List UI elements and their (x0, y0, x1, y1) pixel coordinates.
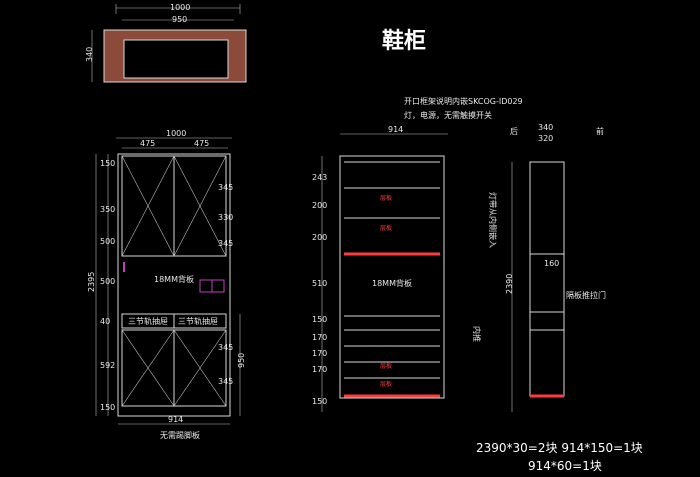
front-left-dim-1: 350 (100, 205, 115, 214)
section-top-dim-outer: 340 (538, 123, 553, 132)
front-left-dim-0: 150 (100, 159, 115, 168)
side-height-dim-7: 170 (312, 365, 327, 374)
front-left-dim-2: 500 (100, 237, 115, 246)
front-right-door: 475 (194, 139, 209, 148)
section-right-tag: 前 (596, 126, 604, 136)
side-height-dim-5: 170 (312, 333, 327, 342)
side-shelf-tag-2: 层板 (380, 224, 392, 232)
side-callout-line2: 灯，电源，无需触摸开关 (404, 110, 492, 120)
front-upper-right-dim-2: 345 (218, 239, 233, 248)
front-upper-right-dim-0: 345 (218, 183, 233, 192)
top-view: 1000 950 340 (85, 3, 247, 83)
front-left-door: 475 (140, 139, 155, 148)
side-height-dim-1: 200 (312, 201, 327, 210)
section-top-dim-inner: 320 (538, 134, 553, 143)
top-width-total: 1000 (170, 3, 190, 12)
side-height-dim-3: 510 (312, 279, 327, 288)
front-panel-label: 18MM背板 (154, 274, 194, 284)
side-shelf-tag-3: 层板 (380, 362, 392, 370)
front-left-dim-6: 150 (100, 403, 115, 412)
front-lower-right-dim-0: 345 (218, 343, 233, 352)
side-height-dim-6: 170 (312, 349, 327, 358)
side-height-dim-2: 200 (312, 233, 327, 242)
front-drawer-left: 三节轨抽屉 (128, 316, 168, 326)
side-lower-right-label: 内推 (472, 326, 482, 342)
side-cabinet-outline (339, 155, 445, 399)
side-right-vertical-label: 灯带从内侧嵌入 (488, 192, 498, 248)
front-height-total: 2395 (87, 272, 96, 292)
side-elevation: 开口框架说明内嵌SKCOG-ID029 灯，电源，无需触摸开关 914 层板 层… (312, 96, 523, 412)
front-lower-right-dim-1: 345 (218, 377, 233, 386)
side-width: 914 (388, 125, 403, 134)
side-shelf-tag-4: 层板 (380, 380, 392, 388)
section-view: 后 前 340 320 2390 160 隔板推拉门 (505, 123, 606, 412)
front-drawer-right: 三节轨抽屉 (178, 316, 218, 326)
front-bottom-width: 914 (168, 415, 183, 424)
drawing-title: 鞋柜 (382, 28, 426, 54)
section-callout: 隔板推拉门 (566, 290, 606, 300)
front-cabinet-outline (117, 153, 231, 417)
section-mid-dim: 160 (544, 259, 559, 268)
side-height-dim-0: 243 (312, 173, 327, 182)
side-shelf-tag-1: 层板 (380, 194, 392, 202)
notes-line2: 914*60=1块 (528, 459, 602, 473)
side-panel-label: 18MM背板 (372, 278, 412, 288)
front-lower-far-right: 950 (237, 353, 246, 368)
front-bottom-note: 无需踢脚板 (160, 430, 200, 440)
front-upper-right-dim-1: 330 (218, 213, 233, 222)
top-depth: 340 (85, 47, 94, 62)
side-callout-line1: 开口框架说明内嵌SKCOG-ID029 (404, 96, 523, 106)
section-outline (529, 161, 565, 397)
side-height-dim-4: 150 (312, 315, 327, 324)
side-height-dim-8: 150 (312, 397, 327, 406)
front-left-dim-3: 500 (100, 277, 115, 286)
section-height-total: 2390 (505, 274, 514, 294)
front-width-total: 1000 (166, 129, 186, 138)
notes-line1: 2390*30=2块 914*150=1块 (476, 441, 643, 455)
top-width-inner: 950 (172, 15, 187, 24)
section-left-tag: 后 (510, 126, 518, 136)
front-left-dim-4: 40 (100, 317, 110, 326)
front-view: 1000 475 475 18MM背板 三节轨抽屉 三节轨抽屉 2395 150… (87, 129, 246, 440)
front-left-dim-5: 592 (100, 361, 115, 370)
